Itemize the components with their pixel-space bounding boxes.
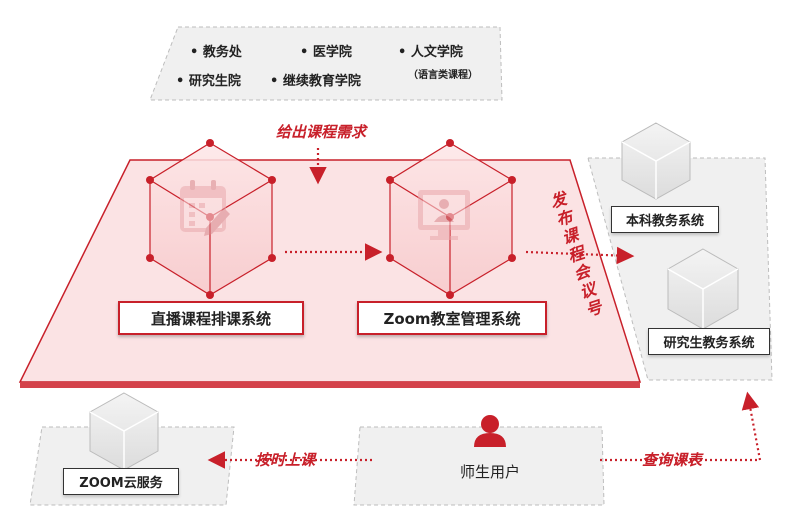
source-item-medical-school: 医学院 bbox=[300, 41, 352, 60]
user-icon bbox=[474, 415, 506, 447]
calendar-edit-icon bbox=[180, 180, 230, 236]
source-item-graduate-school: 研究生院 bbox=[176, 70, 241, 89]
undergrad-system-box: 本科教务系统 bbox=[611, 206, 719, 233]
source-panel bbox=[149, 26, 503, 101]
source-item-academic-affairs: 教务处 bbox=[190, 41, 242, 60]
live-scheduling-system-box: 直播课程排课系统 bbox=[118, 301, 304, 335]
source-note: （语言类课程） bbox=[408, 70, 478, 81]
flow-label-attend-on-time: 按时上课 bbox=[255, 451, 316, 469]
hexagon-cube-icon-undergrad bbox=[621, 122, 691, 200]
cube-scheduling bbox=[146, 139, 276, 299]
zoom-classroom-system-box: Zoom教室管理系统 bbox=[357, 301, 547, 335]
hexagon-cube-icon-graduate bbox=[667, 248, 739, 330]
flow-label-give-requirements: 给出课程需求 bbox=[276, 123, 367, 141]
source-item-humanities: 人文学院 bbox=[398, 41, 463, 60]
cube-zoom-classroom bbox=[386, 139, 516, 299]
graduate-system-box: 研究生教务系统 bbox=[648, 328, 770, 355]
monitor-person-icon bbox=[418, 190, 470, 240]
source-item-continuing-education: 继续教育学院 bbox=[270, 70, 361, 89]
users-label: 师生用户 bbox=[459, 462, 520, 481]
arrow-query bbox=[600, 391, 762, 462]
flow-label-query-schedule: 查询课表 bbox=[642, 451, 703, 469]
arrow-publish bbox=[525, 246, 635, 265]
users-panel bbox=[353, 426, 605, 506]
zoom-cloud-box: ZOOM云服务 bbox=[63, 468, 179, 495]
